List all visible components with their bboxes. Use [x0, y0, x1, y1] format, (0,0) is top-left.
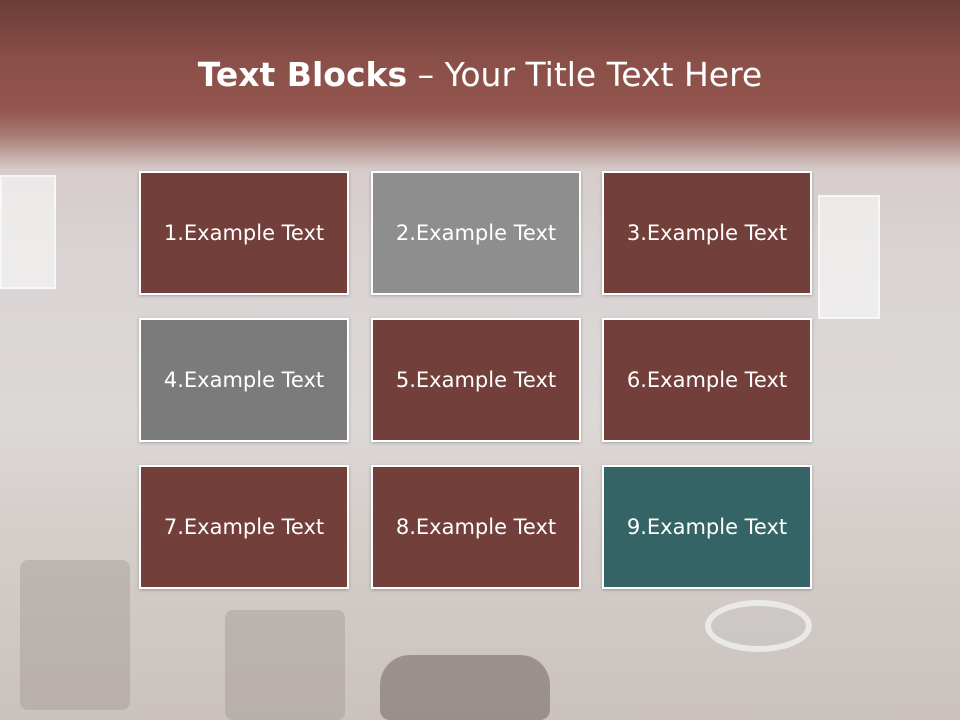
- text-block-8: 8.Example Text: [371, 465, 581, 589]
- title-light: Your Title Text Here: [444, 55, 763, 94]
- text-block-6: 6.Example Text: [602, 318, 812, 442]
- page-title: Text Blocks – Your Title Text Here: [0, 55, 960, 95]
- text-block-1: 1.Example Text: [139, 171, 349, 295]
- background-window-right: [818, 195, 880, 319]
- background-bucket: [225, 610, 345, 720]
- text-block-9: 9.Example Text: [602, 465, 812, 589]
- text-block-4: 4.Example Text: [139, 318, 349, 442]
- background-window-left: [0, 175, 56, 289]
- title-bold: Text Blocks: [197, 55, 408, 94]
- text-block-2: 2.Example Text: [371, 171, 581, 295]
- background-bucket: [20, 560, 130, 710]
- title-separator: –: [407, 55, 445, 94]
- text-block-3: 3.Example Text: [602, 171, 812, 295]
- text-block-7: 7.Example Text: [139, 465, 349, 589]
- text-block-5: 5.Example Text: [371, 318, 581, 442]
- background-lid: [705, 600, 812, 652]
- background-cloth: [380, 655, 550, 720]
